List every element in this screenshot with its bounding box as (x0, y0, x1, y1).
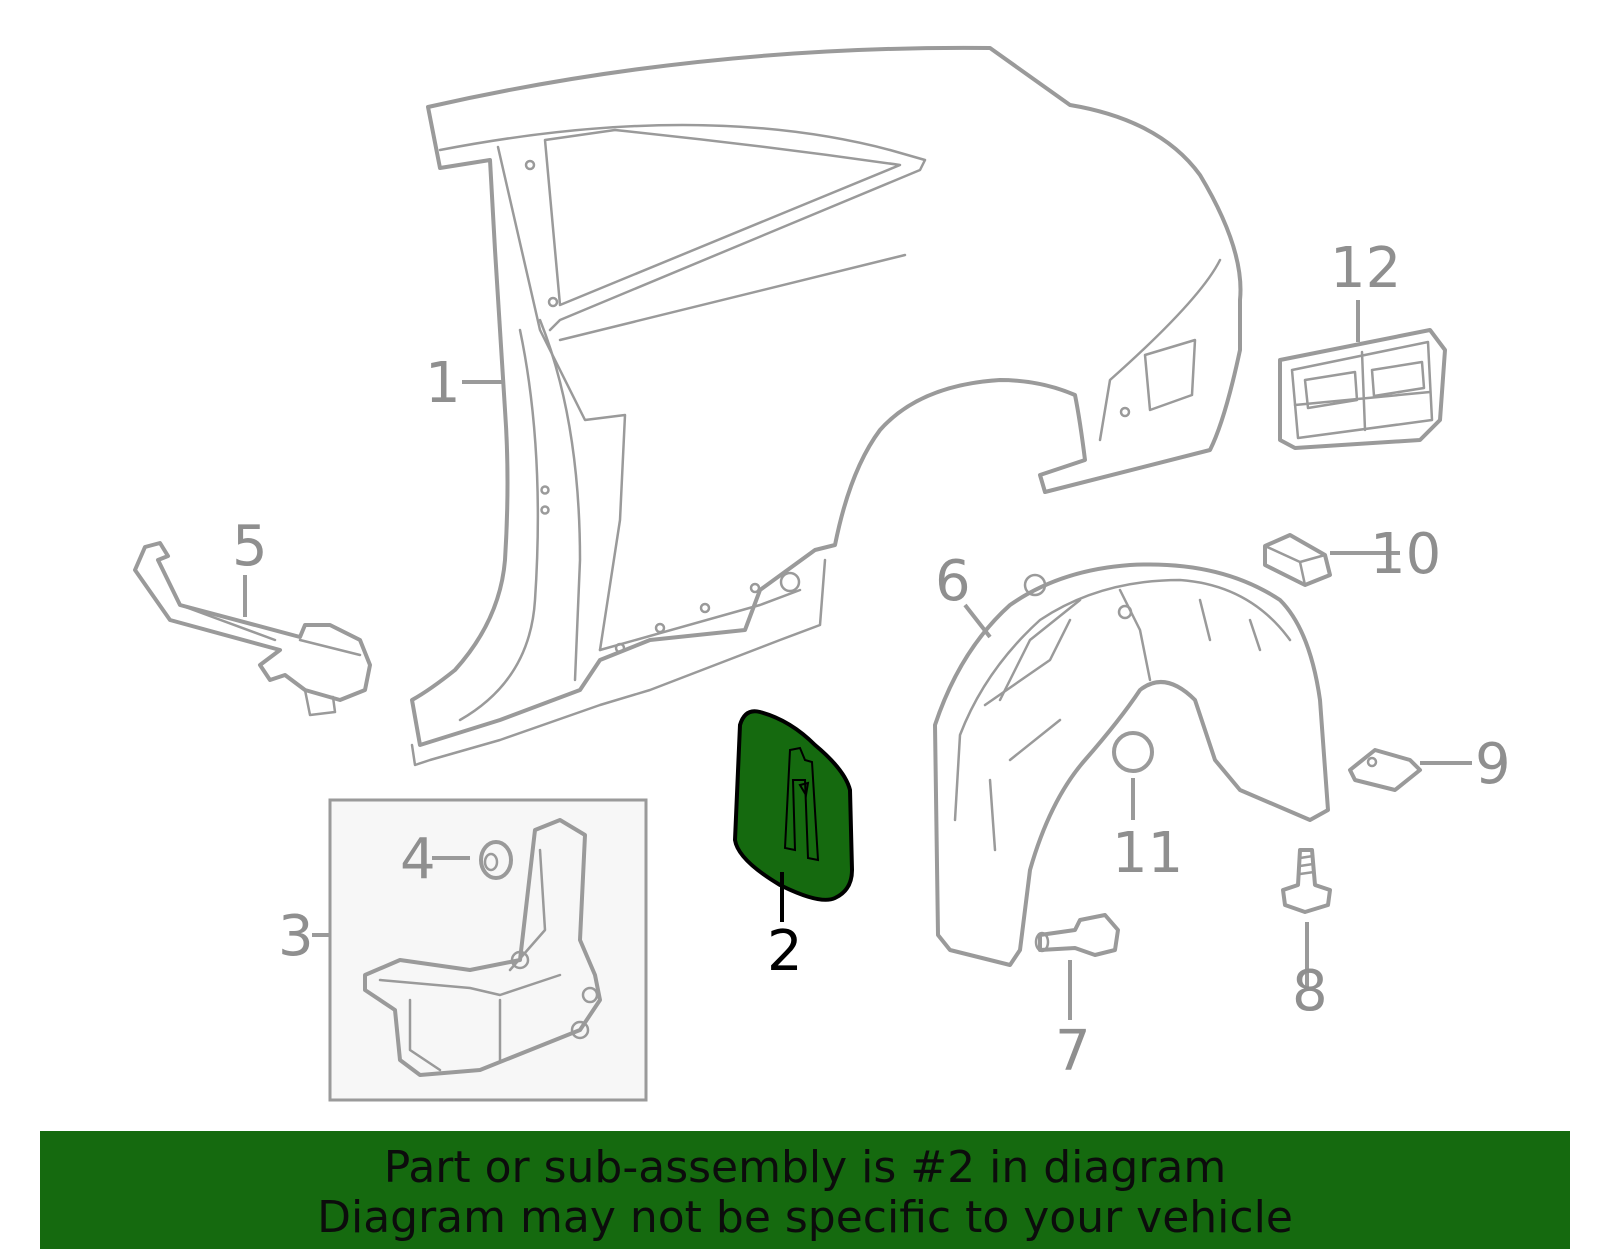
callout-8: 8 (1292, 959, 1328, 1024)
banner-line-2: Diagram may not be specific to your vehi… (317, 1192, 1293, 1243)
callout-12: 12 (1330, 236, 1401, 301)
wheel-liner-part-6[interactable] (933, 562, 1330, 967)
callout-9: 9 (1475, 732, 1511, 797)
banner-line-1: Part or sub-assembly is #2 in diagram (383, 1142, 1227, 1193)
fuel-door-part-2[interactable] (732, 709, 855, 902)
notice-banner: Part or sub-assembly is #2 in diagram Di… (40, 1131, 1570, 1249)
callout-3: 3 (278, 904, 314, 969)
bolt-part-8[interactable] (1281, 848, 1332, 914)
nut-clip-part-9[interactable] (1348, 748, 1422, 792)
quarter-panel-part-1[interactable] (410, 45, 1243, 767)
vent-part-12[interactable] (1278, 328, 1447, 450)
fuel-door-cable-part-5[interactable] (133, 541, 372, 717)
leader-lines (243, 300, 1472, 1020)
callout-1: 1 (425, 351, 461, 416)
callout-4: 4 (400, 827, 436, 892)
callout-11: 11 (1112, 821, 1183, 886)
grommet-part-4[interactable] (479, 840, 513, 880)
callout-6: 6 (935, 549, 971, 614)
fuel-housing-part-3[interactable] (328, 798, 648, 1102)
plug-part-11[interactable] (1112, 731, 1154, 773)
callout-7: 7 (1055, 1019, 1091, 1084)
clip-part-10[interactable] (1263, 533, 1332, 587)
parts-diagram: 1 2 3 4 5 6 7 8 9 10 11 12 (133, 45, 1511, 1102)
callout-10: 10 (1370, 522, 1441, 587)
callout-2: 2 (767, 919, 803, 984)
callout-5: 5 (232, 514, 268, 579)
screw-part-7[interactable] (1034, 913, 1120, 957)
